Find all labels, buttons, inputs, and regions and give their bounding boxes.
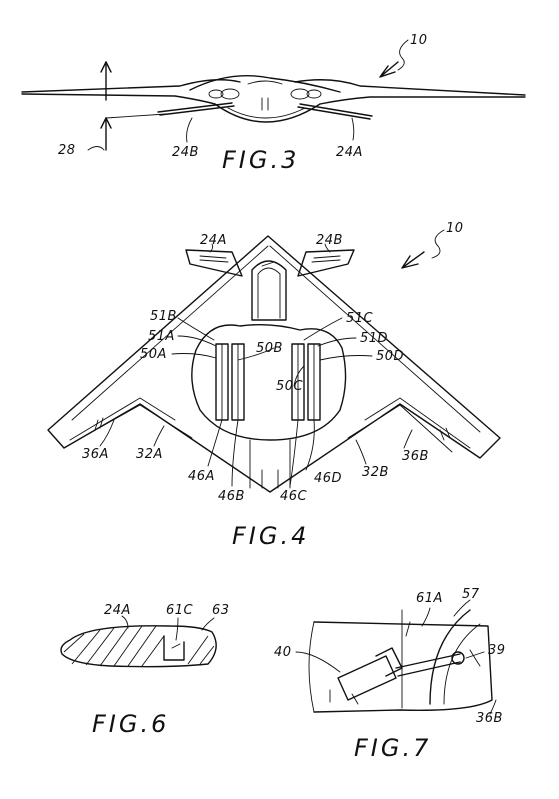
fig4-ref-51d: 51D [360,331,388,346]
fig4-ref-51b: 51B [150,309,177,324]
fig4-ref-36a: 36A [82,447,109,462]
fig4-ref-51a: 51A [148,329,175,344]
fig4-label: FIG.4 [232,522,309,550]
fig7-ref-61a: 61A [416,591,443,606]
fig3-ref-24b: 24B [172,145,199,160]
fig4-ref-50d: 50D [376,349,404,364]
fig4-ref-32a: 32A [136,447,163,462]
fig6-ref-24a: 24A [104,603,131,618]
fig3-front-view [21,39,526,151]
fig7-actuator-detail [295,599,497,715]
fig4-ref-50c: 50C [276,379,304,394]
fig4-ref-24a: 24A [200,233,227,248]
fig3-ref-24a: 24A [336,145,363,160]
fig4-ref-24b: 24B [316,233,343,248]
fig4-ref-46c: 46C [280,489,308,504]
fig4-ref-46b: 46B [218,489,245,504]
fig6-label: FIG.6 [92,710,169,738]
fig6-section [60,615,217,668]
fig6-ref-61c: 61C [166,603,194,618]
fig3-label: FIG.3 [222,146,299,174]
fig4-ref-51c: 51C [346,311,374,326]
fig7-ref-40: 40 [274,645,292,660]
fig4-ref-10: 10 [446,221,464,236]
fig4-ref-46d: 46D [314,471,342,486]
fig6-ref-63: 63 [212,603,230,618]
fig4-plan-view [47,229,501,493]
fig4-ref-46a: 46A [188,469,215,484]
fig4-ref-50a: 50A [140,347,167,362]
fig4-ref-50b: 50B [256,341,283,356]
fig7-ref-36b: 36B [476,711,503,726]
fig4-ref-36b: 36B [402,449,429,464]
fig4-ref-32b: 32B [362,465,389,480]
fig3-ref-10: 10 [410,33,428,48]
fig7-ref-57: 57 [462,587,480,602]
fig7-label: FIG.7 [354,734,431,762]
fig7-ref-39: 39 [488,643,506,658]
fig3-ref-28: 28 [58,143,76,158]
